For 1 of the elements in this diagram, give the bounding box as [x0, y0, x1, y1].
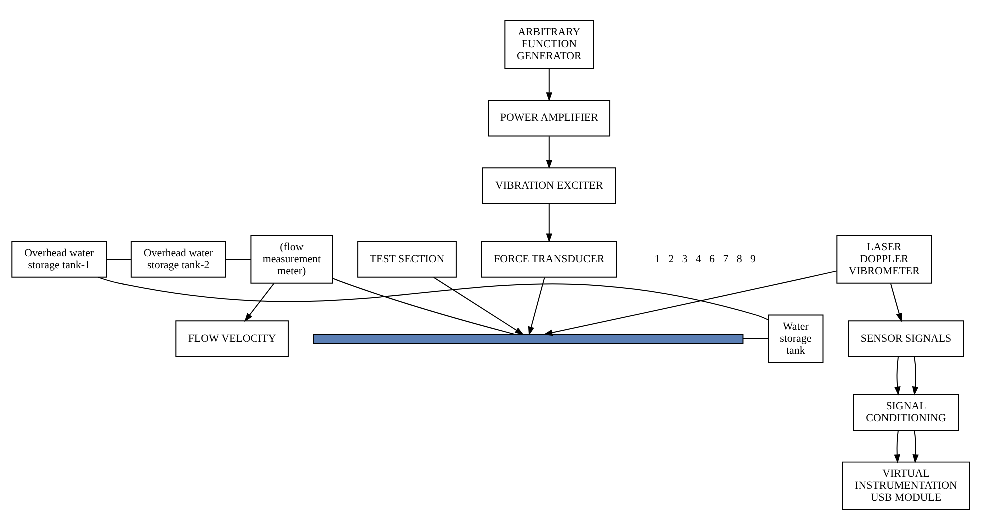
label: 1 2 3 4 6 7 8 9	[654, 252, 756, 265]
